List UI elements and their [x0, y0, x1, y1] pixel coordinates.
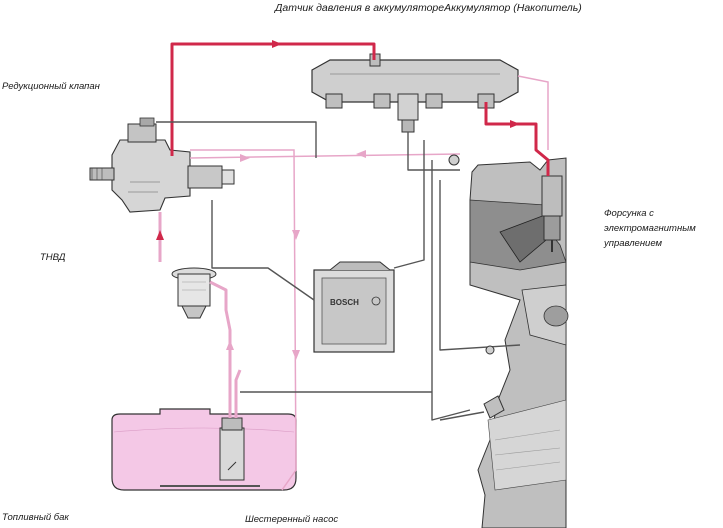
wire-bus-vertical-2 [439, 180, 521, 351]
pressure-sensor [448, 154, 460, 166]
lp-return-horizontal [189, 153, 461, 159]
wire-ecu-top [393, 140, 425, 269]
high-pressure-pump-label: ТНВД [40, 252, 66, 263]
temperature-sensor [485, 345, 495, 355]
gear-pump-label: Шестеренный насос [245, 514, 339, 525]
hp-line-rail-to-injector [484, 102, 550, 176]
ecu-brand-label: BOSCH [330, 298, 359, 307]
high-pressure-pump [89, 117, 235, 213]
injector-label: Форсунка с электромагнитным управлением [604, 208, 696, 249]
wire-bus-vertical-1 [431, 160, 471, 421]
lp-line-tank-loop [234, 369, 242, 418]
fuel-tank-label: Топливный бак [2, 512, 69, 523]
engine-block [469, 157, 569, 528]
wire-ecu-to-pump [211, 200, 315, 301]
fuel-filter [171, 267, 217, 319]
injector [541, 175, 563, 252]
wire-to-sensor-bottom [439, 411, 485, 421]
crank-sensor [483, 395, 505, 419]
reducer-valve-label: Редукционный клапан [2, 81, 100, 92]
ecu-bosch: BOSCH [313, 261, 395, 353]
hp-flow-arrows [156, 40, 520, 240]
lp-return-pump-right [190, 149, 297, 491]
wire-rail-sensor [407, 132, 460, 171]
gear-pump [219, 417, 245, 481]
lp-return-rail [517, 75, 549, 150]
fuel-tank [111, 408, 297, 491]
common-rail [311, 53, 519, 133]
lp-line-gear-pump-to-filter [209, 280, 232, 418]
rail-pressure-sensor-label: Датчик давления в аккумулятореАккумулято… [275, 2, 582, 14]
lp-flow-arrows [226, 150, 366, 360]
return-line-top [156, 121, 317, 158]
